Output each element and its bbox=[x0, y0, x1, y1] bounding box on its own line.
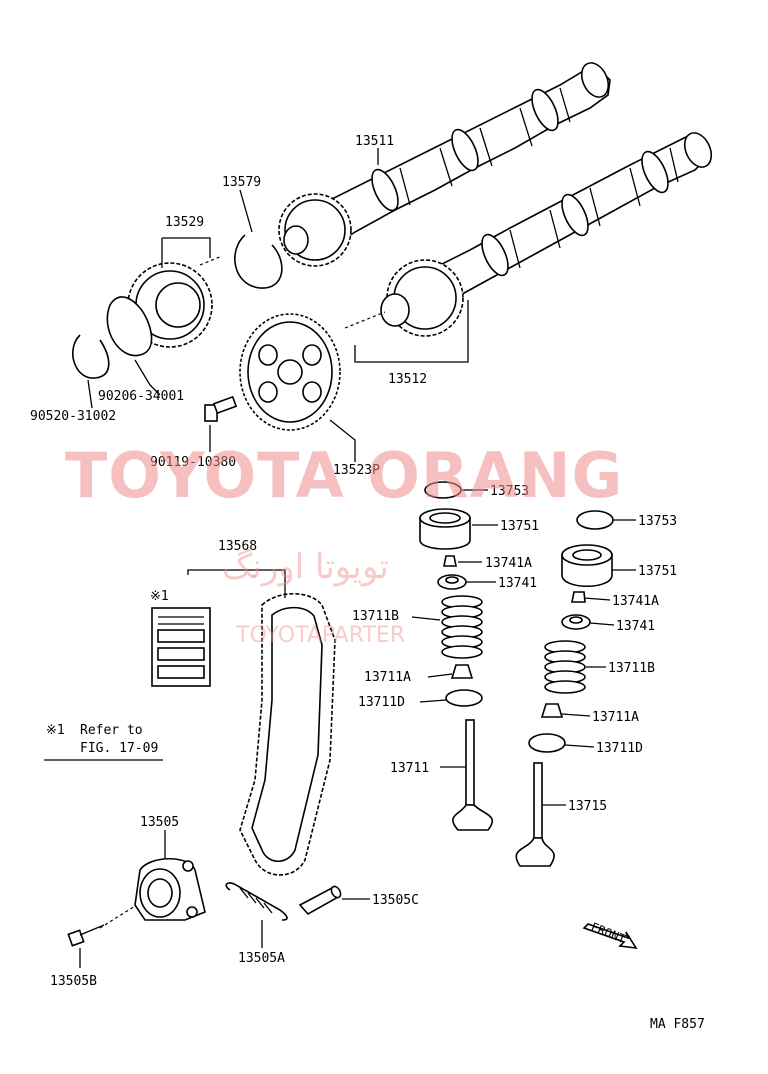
refer-line2: FIG. 17-09 bbox=[80, 741, 158, 756]
bolt-90119 bbox=[204, 395, 238, 422]
tensioner-13505 bbox=[134, 858, 206, 921]
seal-13711A-left bbox=[450, 664, 474, 679]
label-90119: 90119-10380 bbox=[150, 455, 236, 470]
label-13711B-right: 13711B bbox=[608, 661, 655, 676]
valve-train-right bbox=[515, 510, 614, 867]
pushrod-13505C bbox=[298, 885, 342, 916]
camshaft-gear-upper bbox=[278, 193, 352, 267]
belt-label-mark: ※1 bbox=[150, 589, 169, 604]
refer-note: ※1 Refer to FIG. 17-09 bbox=[44, 723, 163, 761]
label-13751-right: 13751 bbox=[638, 564, 677, 579]
label-13753-right: 13753 bbox=[638, 514, 677, 529]
shim-13753-right bbox=[576, 510, 614, 530]
label-13711A-left: 13711A bbox=[364, 670, 411, 685]
keeper-13741A-right bbox=[571, 591, 586, 603]
label-13505: 13505 bbox=[140, 815, 179, 830]
snap-ring-13579 bbox=[234, 234, 283, 289]
label-13751-left: 13751 bbox=[500, 519, 539, 534]
label-13505A: 13505A bbox=[238, 951, 285, 966]
lifter-13751-right bbox=[561, 544, 613, 587]
pin-lower bbox=[344, 311, 386, 329]
bolt-13505B bbox=[67, 924, 105, 947]
label-90206: 90206-34001 bbox=[98, 389, 184, 404]
label-13523P: 13523P bbox=[333, 463, 380, 478]
figure-code: MA F857 bbox=[650, 1017, 705, 1032]
watermark-small: TOYOTAPARTER bbox=[235, 623, 405, 648]
timing-pulley-13523P bbox=[239, 313, 341, 431]
seal-13711A-right bbox=[540, 703, 564, 718]
spring-13711B-left bbox=[441, 595, 483, 659]
label-13505B: 13505B bbox=[50, 974, 97, 989]
label-13741A-left: 13741A bbox=[485, 556, 532, 571]
camshaft-13512 bbox=[393, 132, 713, 321]
label-13711: 13711 bbox=[390, 761, 429, 776]
belt-label-card bbox=[151, 607, 211, 687]
refer-mark: ※1 bbox=[46, 723, 65, 738]
wave-washer-90206 bbox=[106, 296, 153, 357]
leader-13568 bbox=[187, 569, 286, 598]
label-13568: 13568 bbox=[218, 539, 257, 554]
timing-belt-13568 bbox=[239, 593, 336, 876]
camshaft-13511 bbox=[298, 62, 611, 254]
snap-ring-90520 bbox=[71, 334, 110, 379]
leaders-bottom bbox=[79, 830, 370, 968]
keeper-13741A-left bbox=[443, 555, 457, 567]
lifter-13751-left bbox=[419, 508, 471, 550]
label-13512: 13512 bbox=[388, 372, 427, 387]
label-13579: 13579 bbox=[222, 175, 261, 190]
spring-13505A bbox=[225, 882, 288, 921]
label-13741-left: 13741 bbox=[498, 576, 537, 591]
watermark-arabic: تويوتا اورنگ bbox=[222, 547, 389, 587]
label-13741-right: 13741 bbox=[616, 619, 655, 634]
label-13711D-left: 13711D bbox=[358, 695, 405, 710]
watermark-main: TOYOTA ORANG bbox=[65, 439, 623, 512]
pin-upper bbox=[199, 255, 223, 266]
seat-13711D-left bbox=[445, 689, 483, 707]
part-labels: 13511 13579 13529 90206-34001 90520-3100… bbox=[30, 134, 677, 989]
label-13711D-right: 13711D bbox=[596, 741, 643, 756]
spring-13711B-right bbox=[544, 640, 586, 694]
label-13753-left: 13753 bbox=[490, 484, 529, 499]
valve-13711 bbox=[452, 719, 494, 831]
label-13529: 13529 bbox=[165, 215, 204, 230]
label-13741A-right: 13741A bbox=[612, 594, 659, 609]
seat-13711D-right bbox=[528, 733, 566, 753]
shim-13753-left bbox=[424, 481, 462, 499]
label-90520: 90520-31002 bbox=[30, 409, 116, 424]
retainer-13741-left bbox=[437, 574, 467, 590]
bolt-axis-13505B bbox=[99, 905, 136, 929]
label-13511: 13511 bbox=[355, 134, 394, 149]
retainer-13741-right bbox=[561, 614, 591, 630]
label-13505C: 13505C bbox=[372, 893, 419, 908]
refer-line1: Refer to bbox=[80, 723, 143, 738]
valve-13715 bbox=[515, 762, 555, 867]
front-arrow: FRONT bbox=[582, 920, 638, 950]
leaders-upper bbox=[87, 148, 469, 462]
label-13711B-left: 13711B bbox=[352, 609, 399, 624]
front-arrow-label: FRONT bbox=[589, 920, 628, 947]
camshaft-gear-lower bbox=[380, 259, 464, 337]
valve-train-left bbox=[419, 481, 494, 831]
label-13711A-right: 13711A bbox=[592, 710, 639, 725]
label-13715: 13715 bbox=[568, 799, 607, 814]
leaders-valves bbox=[411, 489, 636, 806]
